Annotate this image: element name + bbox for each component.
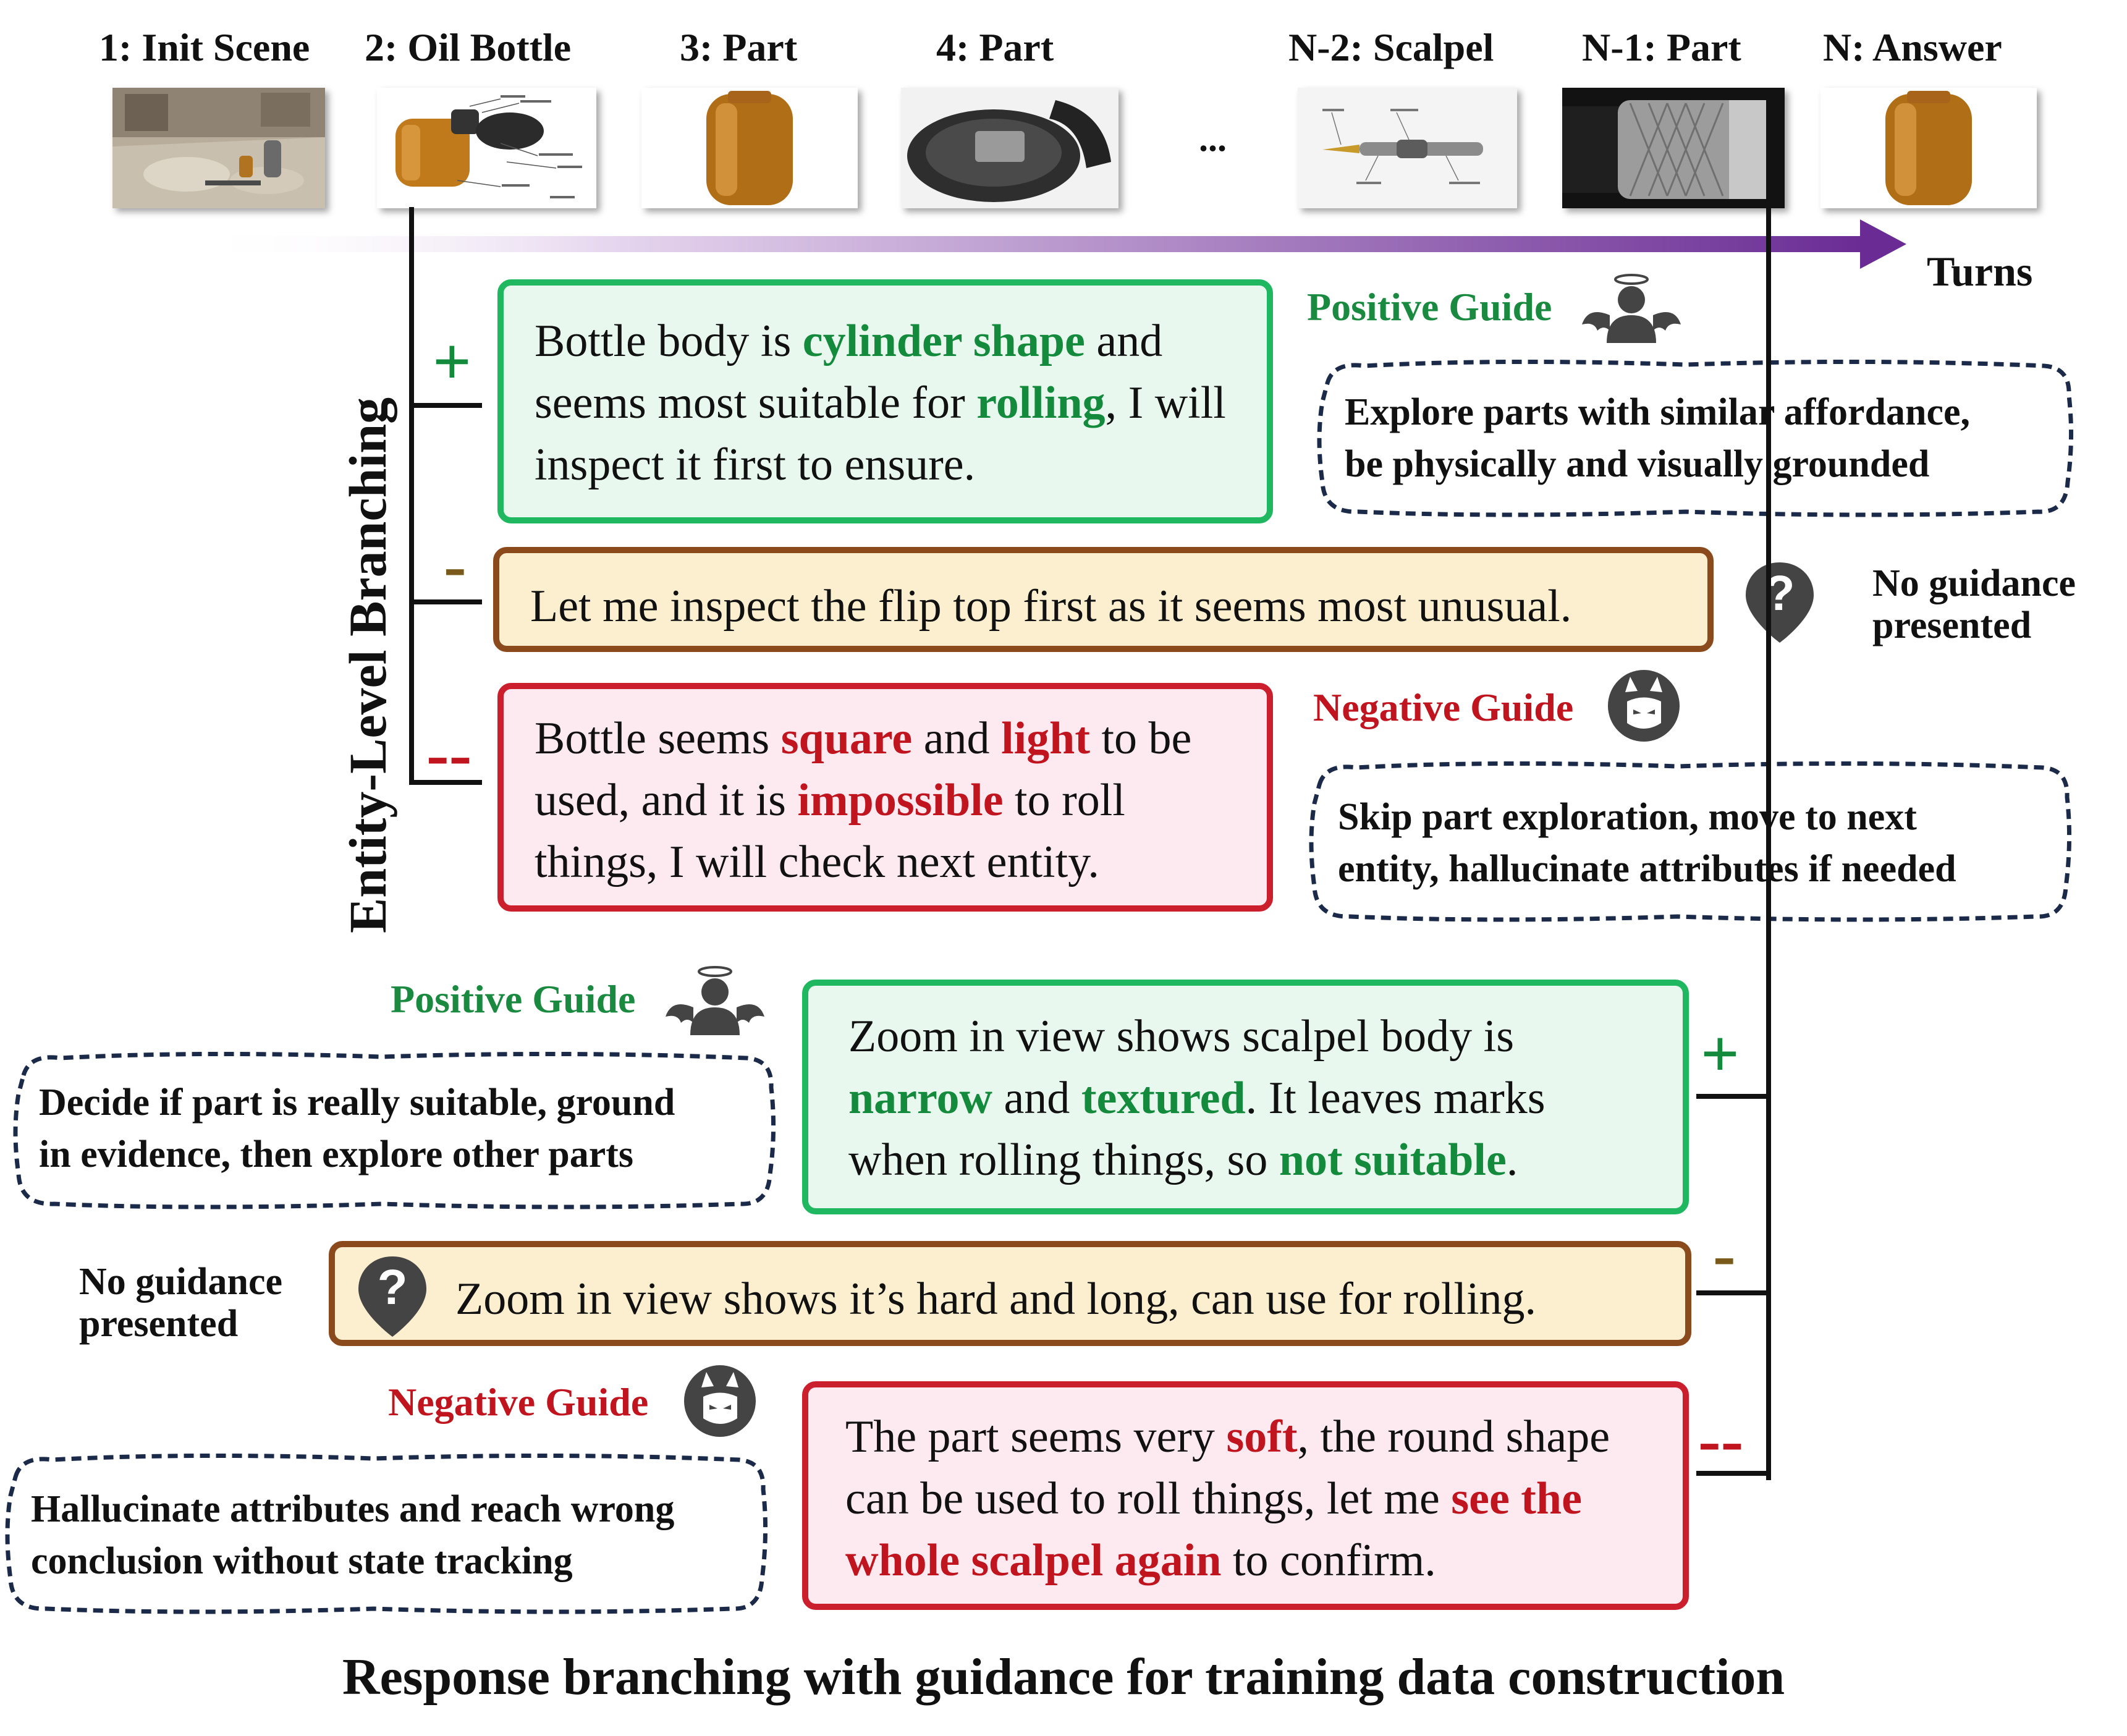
part-bottle-body-image [641, 88, 858, 208]
entity-negative-guide-text: Skip part exploration, move to next enti… [1338, 796, 1956, 890]
entity-dminus-sign: -- [426, 716, 472, 792]
question-mark-icon: ? [358, 1256, 426, 1337]
entity-branch-trunk [409, 207, 414, 785]
scalpel-image [1298, 88, 1517, 208]
devil-icon [1608, 670, 1680, 742]
turn-label-3: 3: Part [680, 25, 798, 69]
init-scene-image [112, 88, 325, 208]
entity-neutral-response-text: Let me inspect the flip top first as it … [530, 581, 1572, 632]
entity-negative-guide-title: Negative Guide [1313, 685, 1574, 729]
part-positive-response-text: Zoom in view shows scalpel body is narro… [848, 1011, 1546, 1185]
answer-image [1820, 88, 2037, 208]
entity-negative-response: Bottle seems square and light to be used… [497, 683, 1273, 912]
turn-label-4: 4: Part [936, 25, 1054, 69]
entity-neutral-response: Let me inspect the flip top first as it … [493, 547, 1714, 652]
part-dminus-sign: -- [1698, 1402, 1744, 1478]
turns-arrow [192, 219, 1906, 269]
entity-level-branching-label: Entity-Level Branching [338, 397, 397, 933]
entity-branch-minus-connector [409, 599, 482, 604]
part-positive-guide-text: Decide if part is really suitable, groun… [39, 1082, 675, 1175]
part-plus-sign: + [1701, 1016, 1740, 1091]
part-negative-response: The part seems very soft, the round shap… [802, 1381, 1689, 1610]
turn-label-n-1: N-1: Part [1582, 25, 1741, 69]
entity-minus-sign: - [444, 528, 467, 603]
part-negative-guide-text: Hallucinate attributes and reach wrong c… [31, 1488, 675, 1582]
turn-label-n: N: Answer [1823, 25, 2002, 69]
part-neutral-response: Zoom in view shows it’s hard and long, c… [329, 1241, 1691, 1346]
turn-label-2: 2: Oil Bottle [365, 25, 572, 69]
entity-no-guidance-label: No guidance presented [1872, 562, 2076, 646]
entity-branch-plus-connector [409, 403, 482, 408]
entity-plus-sign: + [433, 324, 471, 399]
part-minus-sign: - [1713, 1217, 1736, 1292]
part-negative-response-text: The part seems very soft, the round shap… [845, 1412, 1610, 1586]
part-no-guidance-label: No guidance presented [79, 1261, 282, 1345]
svg-text:?: ? [378, 1260, 408, 1315]
part-scalpel-handle-image [1562, 88, 1785, 208]
part-negative-guide-title: Negative Guide [388, 1380, 649, 1424]
oil-bottle-image [377, 88, 596, 208]
part-positive-response: Zoom in view shows scalpel body is narro… [802, 980, 1689, 1214]
part-positive-guide-title: Positive Guide [391, 977, 636, 1021]
entity-negative-response-text: Bottle seems square and light to be used… [535, 713, 1192, 887]
angel-icon [1582, 274, 1681, 343]
part-positive-guide-bubble: Decide if part is really suitable, groun… [11, 1051, 777, 1211]
turn-label-n-2: N-2: Scalpel [1288, 25, 1494, 69]
turn-label-1: 1: Init Scene [99, 25, 310, 69]
angel-icon [666, 966, 764, 1035]
entity-positive-response: Bottle body is cylinder shape and seems … [497, 279, 1273, 523]
entity-branch-dminus-connector [409, 780, 482, 785]
devil-icon [684, 1365, 756, 1437]
part-negative-guide-bubble: Hallucinate attributes and reach wrong c… [3, 1452, 769, 1616]
turns-axis-label: Turns [1927, 248, 2033, 295]
part-branch-dminus-connector [1696, 1471, 1770, 1476]
question-mark-icon: ? [1746, 562, 1814, 643]
entity-positive-guide-title: Positive Guide [1307, 285, 1552, 329]
figure-caption: Response branching with guidance for tra… [342, 1648, 1785, 1706]
entity-negative-guide-bubble: Skip part exploration, move to next enti… [1307, 760, 2073, 924]
part-branch-trunk [1766, 207, 1771, 1480]
entity-positive-guide-bubble: Explore parts with similar affordance, b… [1315, 358, 2075, 519]
part-branch-plus-connector [1696, 1094, 1770, 1099]
turns-ellipsis: ... [1199, 118, 1227, 159]
part-flip-top-image [901, 88, 1118, 208]
part-neutral-response-text: Zoom in view shows it’s hard and long, c… [455, 1274, 1537, 1324]
part-branch-minus-connector [1696, 1290, 1770, 1295]
entity-positive-response-text: Bottle body is cylinder shape and seems … [535, 316, 1226, 490]
entity-positive-guide-text: Explore parts with similar affordance, b… [1345, 391, 1971, 485]
